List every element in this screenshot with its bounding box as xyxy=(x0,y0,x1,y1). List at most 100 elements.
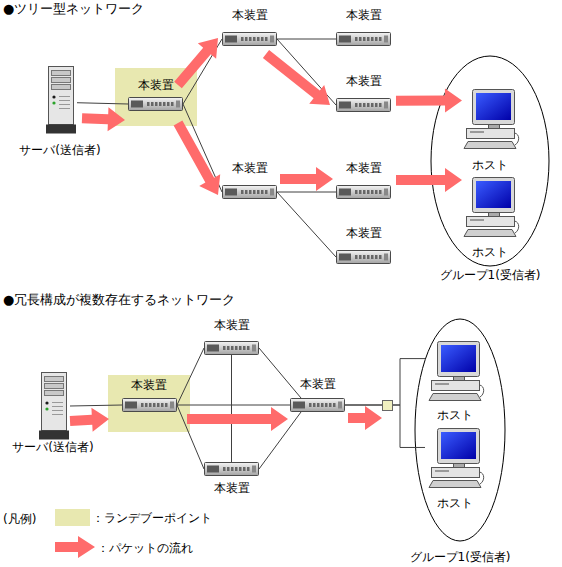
node-label: ホスト xyxy=(431,158,549,173)
drive-bay xyxy=(45,384,64,389)
keyboard xyxy=(429,481,481,488)
drive-bay xyxy=(52,71,71,76)
drive-bay xyxy=(45,377,64,382)
packet-flow-arrow xyxy=(396,89,462,113)
flow-arrow-shape xyxy=(55,536,95,558)
device-port xyxy=(325,403,328,407)
device-body xyxy=(223,33,277,46)
node-label: グループ1(受信者) xyxy=(406,268,562,283)
device-body xyxy=(337,33,391,46)
monitor-stand xyxy=(454,377,465,381)
monitor-screen xyxy=(441,432,476,459)
packet-flow-arrow xyxy=(82,107,125,131)
device-panel xyxy=(339,102,351,109)
device-port xyxy=(359,103,362,107)
monitor-screen xyxy=(441,345,476,372)
device-panel xyxy=(339,189,351,196)
device-port xyxy=(235,467,238,471)
network-device: 本装置 xyxy=(334,74,394,114)
device-port xyxy=(163,102,166,106)
node-label: 本装置 xyxy=(84,378,214,393)
network-device: 本装置 xyxy=(220,161,280,201)
packet-flow-arrow xyxy=(174,121,221,195)
device-body xyxy=(205,342,259,355)
packet-flow-arrow xyxy=(396,168,462,192)
device-icon xyxy=(128,97,183,111)
device-port xyxy=(359,190,362,194)
section-heading: ●ツリー型ネットワーク xyxy=(3,1,403,17)
device-port xyxy=(245,37,248,41)
network-device: 本装置 xyxy=(288,377,348,417)
server-base xyxy=(39,431,69,440)
device-port xyxy=(265,190,268,194)
device-port xyxy=(151,102,154,106)
device-panel xyxy=(207,345,219,352)
device-panel xyxy=(339,36,351,43)
device-port xyxy=(371,37,374,41)
device-panel xyxy=(225,36,237,43)
monitor-body xyxy=(473,178,515,213)
node-label: サーバ(送信者) xyxy=(0,143,134,158)
monitor-screen xyxy=(476,181,511,208)
network-device: 本装置 xyxy=(334,8,394,48)
device-indicator xyxy=(170,402,174,409)
device-port xyxy=(367,255,370,259)
pc-case xyxy=(432,468,480,478)
device-port xyxy=(159,102,162,106)
vent-slot xyxy=(52,402,63,403)
packet-flow-arrow xyxy=(280,167,333,191)
device-port xyxy=(371,255,374,259)
device-port xyxy=(165,403,168,407)
device-body xyxy=(337,186,391,199)
device-port xyxy=(379,37,382,41)
device-port xyxy=(355,37,358,41)
drive-bay xyxy=(52,78,71,83)
cable xyxy=(515,221,519,233)
device-port xyxy=(253,190,256,194)
packet-flow-arrow xyxy=(187,407,288,431)
device-port xyxy=(379,190,382,194)
pc-slot xyxy=(435,383,449,385)
device-port xyxy=(261,37,264,41)
device-port xyxy=(367,37,370,41)
device-port xyxy=(149,403,152,407)
device-panel xyxy=(125,402,137,409)
rendezvous-point-device: 本装置 xyxy=(115,68,197,126)
server-case xyxy=(42,373,67,431)
pc-slot xyxy=(470,131,484,133)
legend-text: ：パケットの流れ xyxy=(97,540,297,556)
device-port xyxy=(147,102,150,106)
device-icon xyxy=(336,98,391,112)
server-icon xyxy=(38,372,70,440)
device-port xyxy=(375,255,378,259)
keyboard xyxy=(464,142,516,149)
monitor-body xyxy=(473,90,515,125)
device-port xyxy=(145,403,148,407)
hub-junction xyxy=(383,401,393,411)
device-port xyxy=(227,346,230,350)
network-link xyxy=(345,405,425,447)
drive-bay xyxy=(52,85,71,90)
network-device: 本装置 xyxy=(220,8,280,48)
legend-swatch xyxy=(55,509,90,526)
device-port xyxy=(363,37,366,41)
network-device: 本装置 xyxy=(202,460,262,500)
device-indicator xyxy=(176,101,180,108)
node-label: 本装置 xyxy=(196,161,304,176)
device-icon xyxy=(222,185,277,199)
host-node: ホスト xyxy=(455,176,525,262)
device-panel xyxy=(225,189,237,196)
device-body xyxy=(123,399,177,412)
node-label: ホスト xyxy=(396,408,514,423)
node-label: 本装置 xyxy=(178,481,286,496)
network-link xyxy=(277,39,336,40)
host-node: ホスト xyxy=(420,340,490,426)
device-port xyxy=(257,37,260,41)
device-port xyxy=(231,467,234,471)
host-icon xyxy=(460,176,520,238)
device-port xyxy=(241,190,244,194)
device-port xyxy=(355,255,358,259)
cable xyxy=(480,385,484,397)
network-device: 本装置 xyxy=(334,226,394,266)
